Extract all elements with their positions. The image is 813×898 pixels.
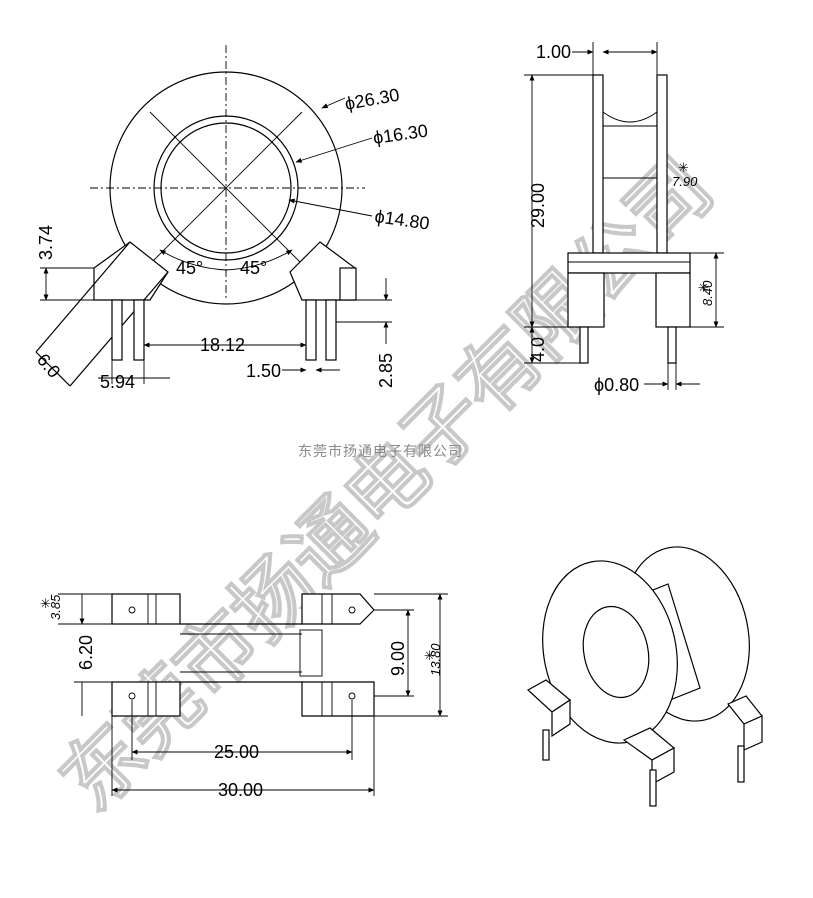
star-mark-base: ✳ [698, 280, 709, 295]
dim-height: 29.00 [528, 183, 548, 228]
star-mark-bottom-right: ✳ [424, 648, 435, 663]
dim-outer-diameter: ϕ26.30 [343, 85, 401, 114]
isometric-view [526, 546, 763, 807]
dim-pin-length: 4.0 [528, 337, 548, 362]
dim-height-left: 3.74 [36, 225, 56, 260]
dim-outer-span: 13.80 [428, 643, 443, 676]
dim-middle-diameter: ϕ16.30 [372, 120, 429, 147]
dim-base-height: 8.40 [700, 280, 715, 306]
dim-slot-depth: 2.85 [376, 353, 396, 388]
dim-pin-gap: 18.12 [200, 335, 245, 355]
dim-pin-pitch: 25.00 [214, 742, 259, 762]
dim-winding-width: 7.90 [672, 174, 698, 189]
dim-pin-offset: 5.94 [100, 372, 135, 392]
dim-angle-right: 45° [240, 258, 267, 278]
star-mark-side: ✳ [678, 160, 689, 175]
bottom-view: ✳ 3.85 6.20 9.00 ✳ 13.80 25.00 30.00 [40, 593, 448, 800]
side-view: 1.00 29.00 4.0 ✳ 7.90 ✳ 8.40 ϕ0.80 [524, 42, 724, 395]
dim-inner-diameter: ϕ14.80 [373, 206, 430, 233]
dim-small-gap: 6.20 [76, 635, 96, 670]
dim-foot-angle: 6.0 [33, 350, 64, 382]
front-view: ϕ26.30 ϕ16.30 ϕ14.80 45° 45° 3.74 6.0 18… [33, 45, 431, 392]
star-mark-bottom-left: ✳ [40, 596, 51, 611]
dim-angle-left: 45° [176, 258, 203, 278]
dim-pin-diameter: ϕ0.80 [594, 375, 639, 395]
dim-bottom-star: 3.85 [48, 594, 63, 620]
dim-inner-span: 9.00 [388, 641, 408, 676]
dim-slot-width: 1.50 [246, 361, 281, 381]
company-caption: 东莞市扬通电子有限公司 [298, 443, 463, 459]
dim-flange-thickness: 1.00 [536, 42, 571, 62]
dim-overall-length: 30.00 [218, 780, 263, 800]
